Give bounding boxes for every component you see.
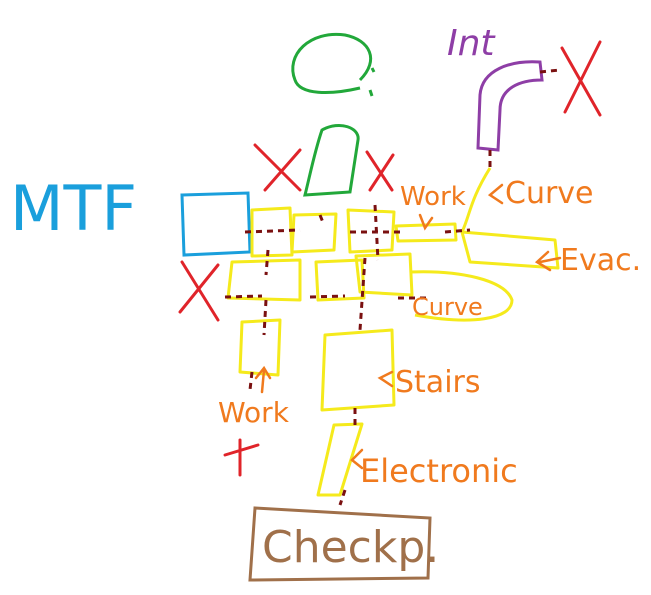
room — [354, 252, 414, 297]
room — [316, 422, 364, 497]
checkpoint-box — [248, 506, 432, 582]
curve-mid-label: Curve — [412, 293, 483, 321]
mtf-room — [180, 191, 252, 257]
room — [346, 208, 396, 254]
int-pipe — [476, 60, 544, 152]
connectors — [224, 204, 471, 506]
blocked-x-icon — [223, 438, 260, 477]
rooms — [226, 167, 560, 497]
green-head-shape — [291, 32, 373, 94]
arrow-icon — [350, 448, 364, 470]
room — [250, 206, 294, 258]
room — [460, 230, 560, 270]
work-bottom-label: Work — [218, 396, 290, 429]
room — [314, 258, 366, 302]
blocked-x-icon — [560, 40, 602, 117]
blocked-x-icon — [365, 150, 395, 192]
arrow-icon — [377, 370, 394, 388]
room — [409, 270, 514, 322]
connector — [224, 249, 430, 331]
arrow-icon — [254, 365, 272, 394]
work-top-label: Work — [400, 182, 466, 212]
room — [238, 318, 282, 377]
arrow-icon — [487, 183, 504, 205]
blocked-x-icon — [178, 260, 220, 322]
room — [460, 167, 492, 233]
curve-top-label: Curve — [505, 176, 594, 211]
int-label: Int — [447, 23, 496, 64]
mtf-label: MTF — [10, 172, 137, 245]
room — [394, 222, 458, 243]
checkpoint-label: Checkp. — [262, 522, 439, 573]
connector — [244, 204, 471, 261]
electronic-label: Electronic — [360, 452, 518, 490]
green-dot — [368, 67, 376, 97]
stairs-label: Stairs — [395, 365, 481, 400]
blocked-x-icon — [253, 143, 302, 192]
room — [226, 258, 302, 302]
arrow-icon — [418, 213, 434, 231]
evac-label: Evac. — [560, 243, 641, 278]
arrow-icon — [534, 250, 562, 272]
room — [320, 328, 396, 412]
green-body-shape — [303, 124, 360, 197]
connector — [488, 68, 561, 172]
room — [290, 212, 338, 254]
